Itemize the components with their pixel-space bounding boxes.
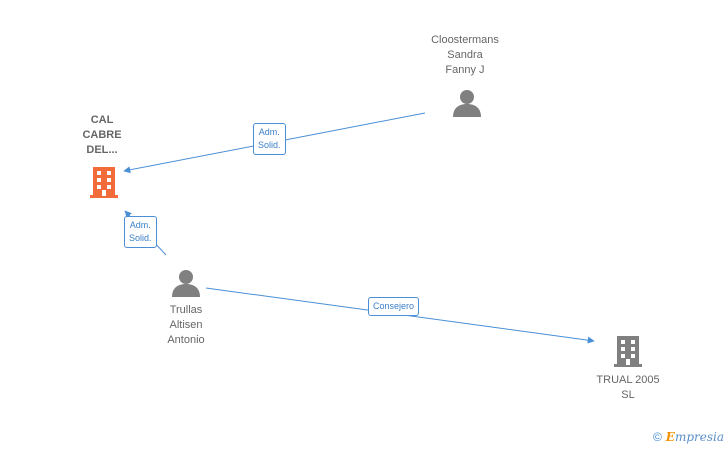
company-building-icon[interactable] [88, 165, 120, 199]
node-label-cloostermans[interactable]: Cloostermans Sandra Fanny J [431, 34, 499, 76]
node-label-cal-cabre[interactable]: CAL CABRE DEL... [82, 114, 122, 156]
edge-label-adm-solid: Adm. Solid. [253, 123, 286, 155]
node-label-trullas[interactable]: Trullas Altisen Antonio [167, 304, 205, 346]
person-icon[interactable] [452, 88, 482, 118]
company-building-icon[interactable] [612, 334, 644, 368]
node-label-trual[interactable]: TRUAL 2005 SL [596, 374, 660, 401]
copyright-icon: © [652, 430, 662, 444]
brand-footer: © Empresia [653, 430, 724, 444]
brand-logo: Empresia [665, 430, 724, 444]
edge-label-consejero: Consejero [368, 297, 420, 316]
person-icon[interactable] [171, 268, 201, 298]
edge-label-adm-solid: Adm. Solid. [124, 216, 157, 248]
